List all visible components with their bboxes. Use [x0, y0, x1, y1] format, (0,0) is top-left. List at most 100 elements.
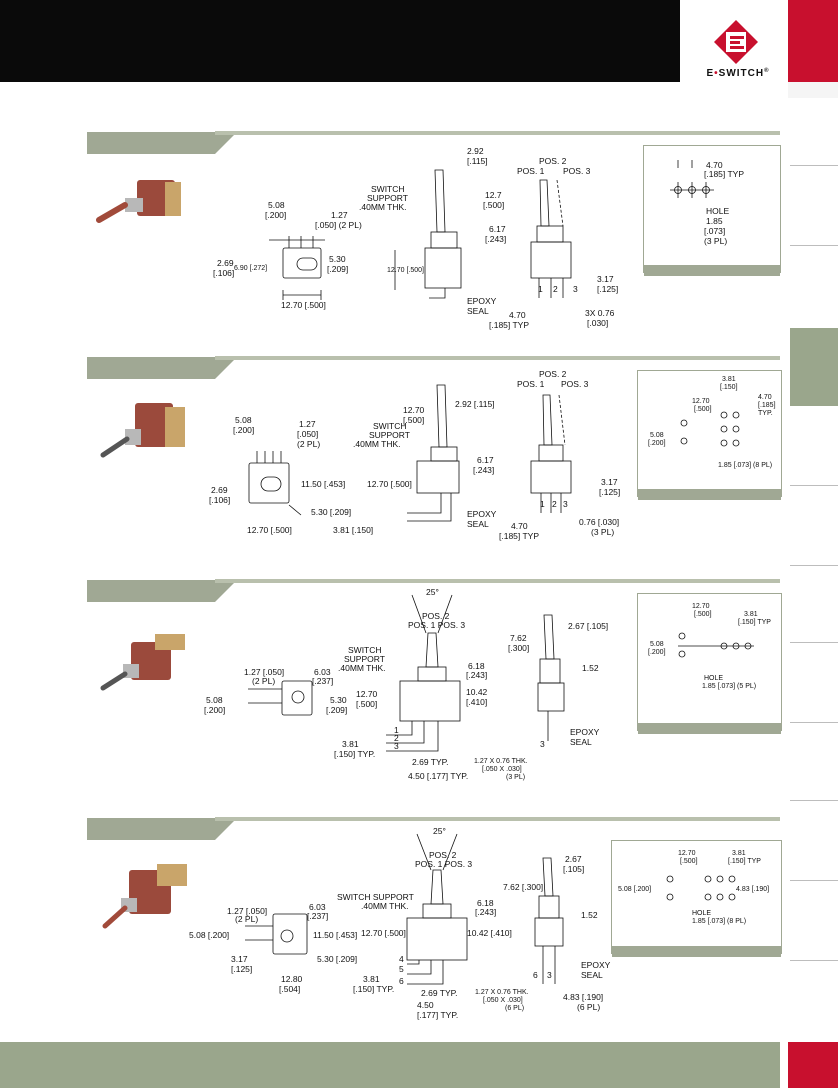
- svg-text:0.76 [.030]: 0.76 [.030]: [579, 517, 619, 527]
- svg-text:[.410]: [.410]: [466, 697, 487, 707]
- svg-text:[.030]: [.030]: [587, 318, 608, 328]
- svg-text:.40MM THK.: .40MM THK.: [361, 901, 409, 911]
- svg-text:[.500]: [.500]: [694, 406, 712, 413]
- svg-text:EPOXY: EPOXY: [467, 296, 497, 306]
- sidebar-active-tab[interactable]: [790, 328, 838, 406]
- svg-text:[.106]: [.106]: [213, 268, 234, 278]
- svg-text:[.500]: [.500]: [403, 415, 424, 425]
- svg-text:[.185]: [.185]: [758, 402, 776, 409]
- section-3-rule: [215, 579, 780, 583]
- svg-text:[.243]: [.243]: [466, 670, 487, 680]
- svg-text:2.69: 2.69: [211, 485, 228, 495]
- svg-text:SUPPORT: SUPPORT: [369, 430, 410, 440]
- svg-text:1.27 X 0.76 THK.: 1.27 X 0.76 THK.: [474, 758, 528, 765]
- corner-strip: [788, 82, 838, 98]
- svg-text:4: 4: [399, 954, 404, 964]
- svg-text:1.52: 1.52: [581, 910, 598, 920]
- svg-text:1.52: 1.52: [582, 663, 599, 673]
- svg-text:[.500]: [.500]: [356, 699, 377, 709]
- svg-text:HOLE: HOLE: [706, 206, 729, 216]
- pcb-footer-bar: [638, 723, 781, 734]
- svg-text:TYP.: TYP.: [758, 410, 773, 417]
- svg-text:5.08: 5.08: [268, 200, 285, 210]
- section-2-notch: [215, 357, 237, 379]
- svg-text:4.70: 4.70: [511, 521, 528, 531]
- svg-text:SWITCH SUPPORT: SWITCH SUPPORT: [337, 892, 414, 902]
- section-2-header: [87, 357, 215, 379]
- svg-text:6: 6: [533, 970, 538, 980]
- svg-text:(3 PL): (3 PL): [591, 527, 614, 537]
- sidebar-divider: [790, 485, 838, 486]
- svg-text:[.200]: [.200]: [648, 440, 666, 447]
- svg-text:[.115]: [.115]: [467, 156, 488, 166]
- svg-text:1.85: 1.85: [706, 216, 723, 226]
- svg-text:[.243]: [.243]: [475, 907, 496, 917]
- red-corner-tab: [788, 0, 838, 82]
- svg-text:POS. 1 POS. 3: POS. 1 POS. 3: [408, 620, 465, 630]
- pcb-hole-diagram: 3.81 [.150] 12.70 [.500] 4.70 [.185] TYP…: [648, 376, 776, 469]
- svg-text:SEAL: SEAL: [581, 970, 603, 980]
- svg-text:6.03: 6.03: [309, 902, 326, 912]
- svg-text:[.150] TYP.: [.150] TYP.: [353, 984, 394, 994]
- svg-text:2.69: 2.69: [217, 258, 234, 268]
- svg-text:5.30: 5.30: [329, 254, 346, 264]
- svg-text:1.27 [.050]: 1.27 [.050]: [227, 906, 267, 916]
- svg-text:1.27 [.050]: 1.27 [.050]: [244, 667, 284, 677]
- svg-text:3.17: 3.17: [231, 954, 248, 964]
- svg-text:[.050] (2 PL): [.050] (2 PL): [315, 220, 362, 230]
- svg-text:[.237]: [.237]: [307, 911, 328, 921]
- svg-text:3: 3: [573, 284, 578, 294]
- section-4-drawings: 1.27 [.050] (2 PL) 6.03 [.237] 5.08 [.20…: [189, 826, 611, 1020]
- svg-text:1: 1: [394, 725, 399, 735]
- svg-text:(2 PL): (2 PL): [297, 439, 320, 449]
- svg-text:[.209]: [.209]: [327, 264, 348, 274]
- svg-text:7.62: 7.62: [510, 633, 527, 643]
- svg-text:1.85 [.073] (8 PL): 1.85 [.073] (8 PL): [718, 462, 772, 469]
- svg-text:SUPPORT: SUPPORT: [344, 654, 385, 664]
- svg-text:SWITCH: SWITCH: [348, 645, 382, 655]
- svg-text:4.50: 4.50: [417, 1000, 434, 1010]
- svg-text:12.70 [.500]: 12.70 [.500]: [247, 525, 292, 535]
- svg-text:[.185] TYP: [.185] TYP: [704, 169, 744, 179]
- svg-text:EPOXY: EPOXY: [467, 509, 497, 519]
- svg-text:.40MM THK.: .40MM THK.: [353, 439, 401, 449]
- svg-text:[.237]: [.237]: [312, 676, 333, 686]
- section-1-notch: [215, 132, 237, 154]
- svg-text:[.050 X .030]: [.050 X .030]: [482, 766, 522, 773]
- svg-text:5.08: 5.08: [206, 695, 223, 705]
- footer-red-tab: [788, 1042, 838, 1088]
- svg-text:1: 1: [540, 499, 545, 509]
- svg-text:7.62 [.300]: 7.62 [.300]: [503, 882, 543, 892]
- svg-text:1: 1: [538, 284, 543, 294]
- svg-text:POS. 2: POS. 2: [539, 156, 567, 166]
- svg-text:2: 2: [553, 284, 558, 294]
- section-4-pcb-layout: 12.70 [.500] 3.81 [.150] TYP 5.08 [.200]…: [611, 840, 782, 957]
- svg-text:2.92: 2.92: [467, 146, 484, 156]
- svg-text:4.70: 4.70: [758, 394, 772, 401]
- pcb-hole-diagram: 4.70 [.185] TYP HOLE 1.85 [.073] (3 PL): [670, 160, 744, 246]
- svg-text:1.85 [.073] (5 PL): 1.85 [.073] (5 PL): [702, 683, 756, 690]
- svg-text:4.83 [.190]: 4.83 [.190]: [736, 886, 769, 893]
- svg-text:[.243]: [.243]: [473, 465, 494, 475]
- sidebar-divider: [790, 245, 838, 246]
- svg-text:3.81 [.150]: 3.81 [.150]: [333, 525, 373, 535]
- svg-text:5.30: 5.30: [330, 695, 347, 705]
- svg-text:4.50 [.177] TYP.: 4.50 [.177] TYP.: [408, 771, 468, 781]
- svg-text:POS. 2: POS. 2: [429, 850, 457, 860]
- svg-text:11.50 [.453]: 11.50 [.453]: [313, 930, 357, 940]
- svg-text:6.17: 6.17: [477, 455, 494, 465]
- svg-text:[.150] TYP: [.150] TYP: [738, 619, 771, 626]
- svg-text:10.42: 10.42: [466, 687, 488, 697]
- svg-text:POS. 1: POS. 1: [517, 166, 545, 176]
- section-4-header: [87, 818, 215, 840]
- svg-text:POS. 2: POS. 2: [539, 369, 567, 379]
- svg-text:HOLE: HOLE: [704, 675, 723, 682]
- svg-text:3.81: 3.81: [342, 739, 359, 749]
- svg-text:[.200]: [.200]: [648, 649, 666, 656]
- svg-text:3.17: 3.17: [601, 477, 618, 487]
- sidebar-divider: [790, 800, 838, 801]
- svg-text:6.03: 6.03: [314, 667, 331, 677]
- svg-text:5.30 [.209]: 5.30 [.209]: [317, 954, 357, 964]
- sidebar-divider: [790, 722, 838, 723]
- svg-text:[.300]: [.300]: [508, 643, 529, 653]
